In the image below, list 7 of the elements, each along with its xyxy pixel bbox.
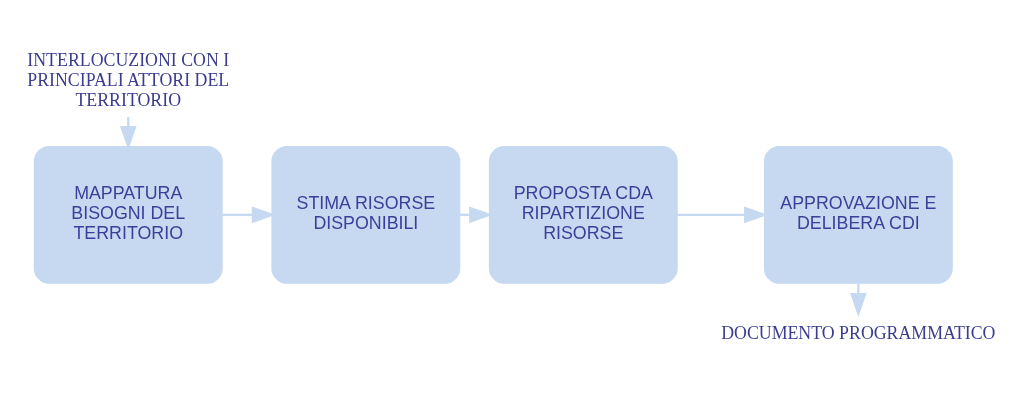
- node-box: MAPPATURA BISOGNI DEL TERRITORIO: [33, 145, 223, 284]
- node-text: DOCUMENTO PROGRAMMATICO: [721, 323, 996, 344]
- node-text: INTERLOCUZIONI CON I PRINCIPALI ATTORI DEL TERRITORIO: [27, 49, 230, 111]
- node-box: STIMA RISORSE DISPONIBILI: [271, 145, 461, 284]
- node-box: APPROVAZIONE E DELIBERA CDI: [763, 145, 953, 284]
- node-box: PROPOSTA CDA RIPARTIZIONE RISORSE: [488, 145, 678, 284]
- arrow: [850, 283, 867, 317]
